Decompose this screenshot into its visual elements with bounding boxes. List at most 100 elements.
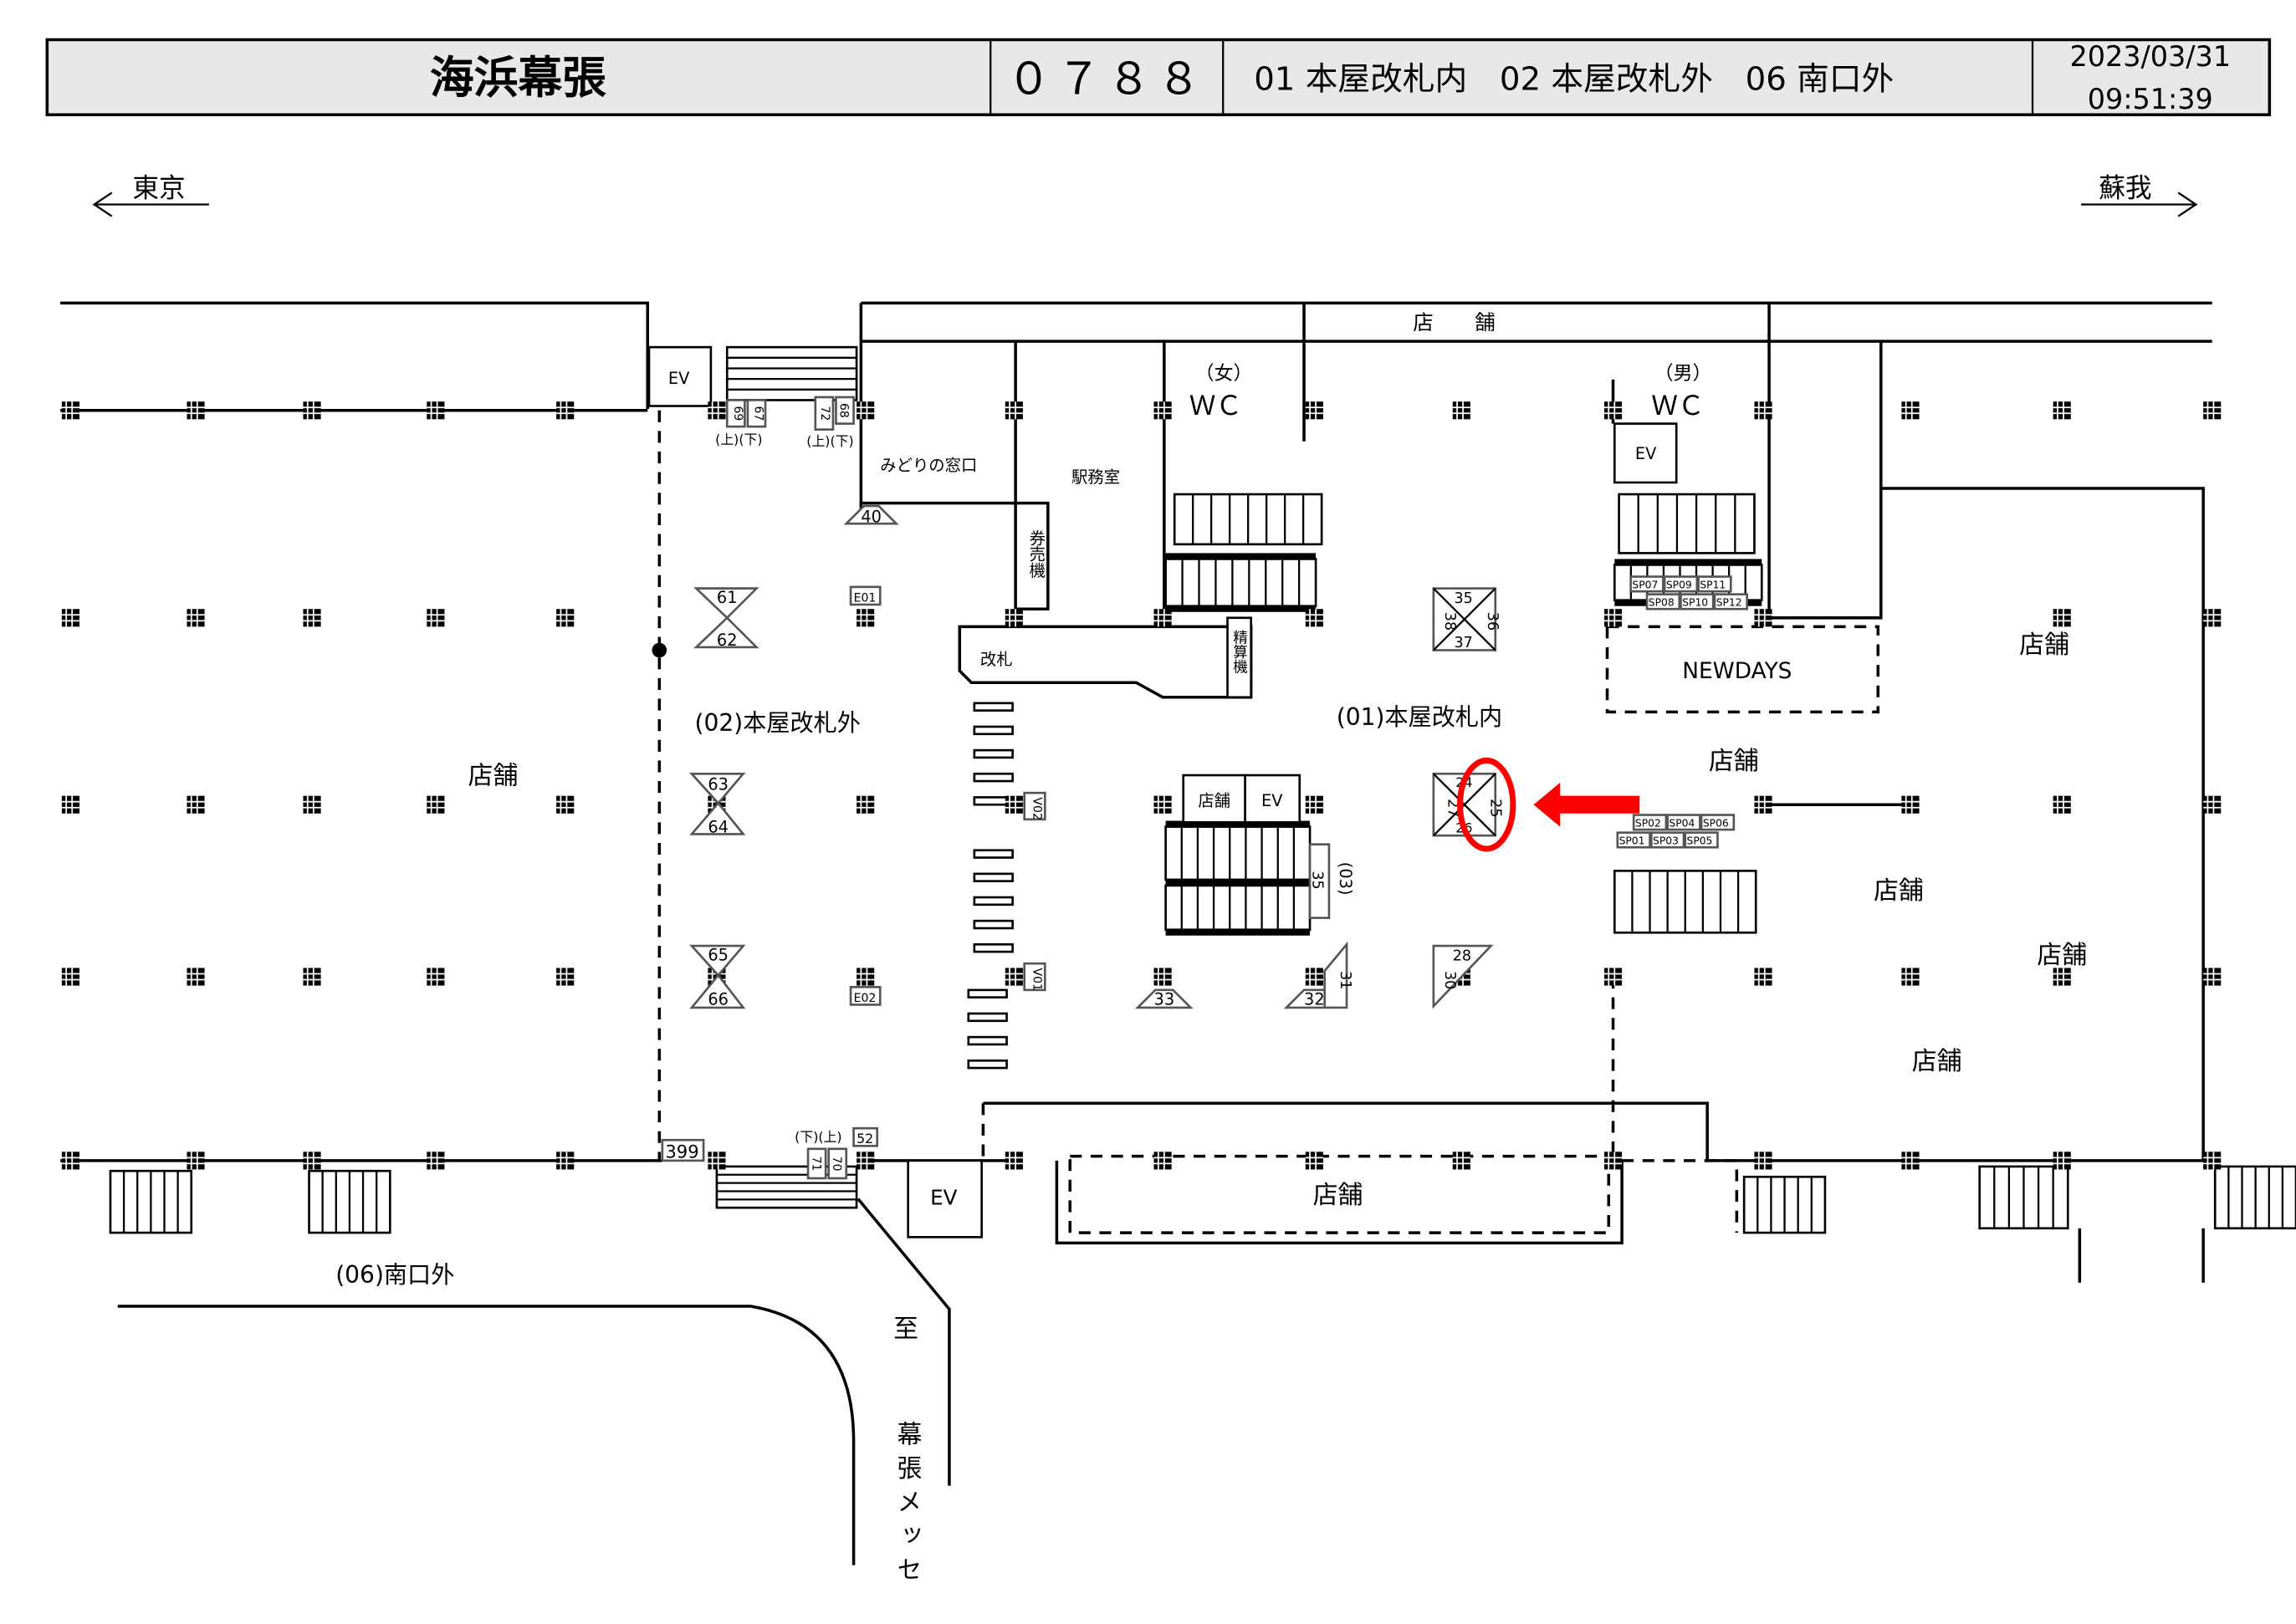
pillar — [1005, 968, 1023, 986]
pillar — [1754, 968, 1772, 986]
up-down-label: (上)(下) — [715, 432, 762, 447]
board-62: 62 — [717, 631, 738, 650]
board-71: 71 — [809, 1157, 822, 1172]
board-52: 52 — [857, 1131, 873, 1147]
wc-female-tag: （女） — [1195, 363, 1253, 385]
pillar — [556, 1152, 575, 1170]
sp-board: SP11 — [1700, 580, 1726, 591]
walls — [60, 301, 2212, 1565]
board-70: 70 — [830, 1157, 843, 1172]
direction-right-label: 蘇我 — [2099, 174, 2151, 204]
signboards: 40 61 62 63 64 65 66 35 37 38 36 24 26 2… — [661, 396, 1503, 1180]
pillar — [1901, 795, 1920, 814]
header-bar: 海浜幕張 ０７８８ 01 本屋改札内 02 本屋改札外 06 南口外 2023/… — [45, 38, 2272, 116]
station-name: 海浜幕張 — [430, 53, 606, 104]
staircase — [725, 345, 858, 401]
gate-lane — [973, 919, 1014, 930]
pillar — [187, 609, 205, 627]
wc-male-tag: （男） — [1654, 363, 1712, 385]
gate-label: 改札 — [980, 650, 1013, 669]
pillar — [1305, 609, 1323, 627]
staircase — [1164, 884, 1312, 932]
shop-top-label: 店 舗 — [1413, 310, 1496, 335]
junction-marker — [652, 642, 667, 658]
pillar — [2053, 609, 2071, 627]
shop-small-label: 店舗 — [1198, 791, 1230, 810]
sp-board: SP02 — [1635, 818, 1661, 830]
pillar — [1901, 401, 1920, 420]
area-02-label: (02)本屋改札外 — [695, 709, 861, 737]
pillar — [556, 968, 575, 986]
board-31: 31 — [1337, 971, 1353, 989]
pillar — [1603, 609, 1623, 627]
pillar — [857, 795, 875, 814]
time: 09:51:39 — [2088, 83, 2213, 115]
pillar — [556, 795, 575, 814]
ev-label: EV — [1261, 791, 1283, 810]
gate-lane — [973, 772, 1014, 783]
arrow-right-icon — [2081, 192, 2198, 217]
pillar — [1305, 1152, 1323, 1170]
sp-board: SP10 — [1682, 597, 1708, 609]
board-37: 37 — [1455, 635, 1473, 651]
pillar — [303, 609, 321, 627]
gate-lane — [967, 1012, 1008, 1023]
direction-soga: 蘇我 — [2081, 174, 2198, 217]
board-v02: V02 — [1030, 797, 1043, 820]
sp-board: SP04 — [1669, 818, 1695, 830]
pillar — [187, 1152, 205, 1170]
dashed-lines — [657, 410, 1880, 1234]
down-up-label: (下)(上) — [795, 1129, 841, 1145]
sp-board: SP12 — [1716, 597, 1742, 609]
up-down-label: (上)(下) — [806, 433, 853, 449]
pillar — [857, 1152, 875, 1170]
pillar — [303, 401, 321, 420]
gate-lane — [973, 725, 1014, 736]
pillar — [1305, 795, 1323, 814]
board-e02: E02 — [854, 992, 877, 1005]
gate-lane — [973, 872, 1014, 882]
direction-tokyo: 東京 — [92, 174, 209, 217]
sp-board: SP08 — [1649, 597, 1675, 609]
board-35: 35 — [1455, 590, 1473, 607]
board-61: 61 — [717, 588, 738, 607]
shop-label: 店舗 — [2019, 631, 2069, 660]
area-list: 01 本屋改札内 02 本屋改札外 06 南口外 — [1254, 60, 1894, 98]
sp-board: SP03 — [1653, 835, 1679, 847]
board-35-03: 35 — [1309, 871, 1326, 889]
board-27: 27 — [1444, 799, 1460, 817]
pillar — [1901, 968, 1920, 986]
gate-lane — [973, 849, 1014, 859]
shop-label: 店舗 — [468, 762, 519, 791]
ticket-machine-label: 券売機 — [1026, 529, 1046, 578]
pillar — [1754, 1152, 1772, 1170]
pillar — [1153, 795, 1172, 814]
gate-lane — [973, 942, 1014, 953]
fare-adjust-label: 精算機 — [1231, 630, 1248, 675]
pillar — [1005, 795, 1023, 814]
pillar — [708, 401, 726, 420]
board-69: 69 — [731, 406, 744, 421]
map-labels: 店 舗 （女） ＷＣ （男） ＷＣ EV EV EV みどりの窓口 駅務室 券売… — [335, 310, 2087, 1590]
gate-lane — [967, 988, 1008, 998]
destination-label: 幕張メッセ — [892, 1421, 922, 1590]
to-label: 至 — [893, 1315, 918, 1344]
target-highlight — [1457, 757, 1640, 852]
highlight-circle — [1457, 757, 1516, 852]
gate-lane — [973, 748, 1014, 759]
pillar — [2203, 968, 2222, 986]
pillar — [556, 609, 575, 627]
pillar — [1005, 401, 1023, 420]
shop-label: 店舗 — [1709, 747, 1759, 776]
office-label: 駅務室 — [1071, 467, 1120, 487]
sp-board: SP01 — [1619, 835, 1645, 847]
pillars — [61, 401, 2222, 1170]
pillar — [2203, 609, 2222, 627]
pillar — [1901, 1152, 1920, 1170]
shop-label: 店舗 — [1874, 876, 1924, 906]
date: 2023/03/31 — [2070, 40, 2232, 73]
direction-left-label: 東京 — [132, 174, 185, 204]
board-33: 33 — [1154, 989, 1175, 1009]
